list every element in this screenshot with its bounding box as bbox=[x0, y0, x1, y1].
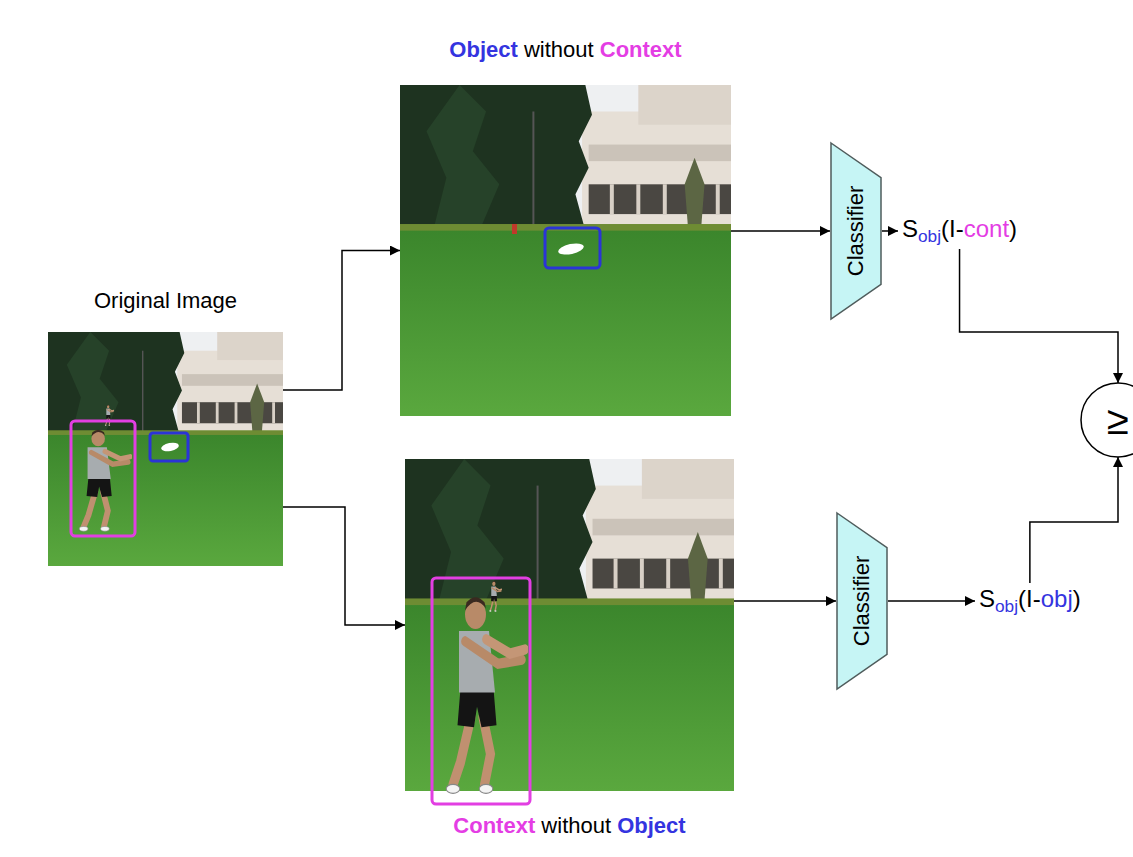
original-image: Original Image bbox=[48, 332, 283, 566]
text-part: S bbox=[902, 215, 918, 242]
word: without bbox=[541, 813, 617, 838]
trapezoid bbox=[831, 143, 881, 319]
connectors bbox=[283, 231, 1118, 625]
heading-text: Object without Context bbox=[449, 37, 681, 62]
classifier: Classifier bbox=[830, 142, 882, 320]
text-part: (I- bbox=[941, 215, 964, 242]
image-heading: Original Image bbox=[94, 288, 237, 314]
trapezoid bbox=[837, 513, 887, 689]
word: Original bbox=[94, 288, 176, 313]
text-part: (I- bbox=[1018, 585, 1041, 612]
context-box bbox=[71, 421, 135, 536]
context-photo bbox=[405, 459, 734, 791]
object-photo bbox=[400, 85, 731, 416]
word: Object bbox=[449, 37, 524, 62]
text-part: ) bbox=[1009, 215, 1017, 242]
text-part: ) bbox=[1073, 585, 1081, 612]
word: Object bbox=[617, 813, 685, 838]
image-heading: Object without Context bbox=[449, 37, 681, 63]
arrow-connector bbox=[731, 230, 830, 232]
word: Image bbox=[176, 288, 237, 313]
context-image: Context without Object bbox=[405, 459, 734, 791]
circle bbox=[1081, 383, 1133, 457]
original-photo bbox=[48, 332, 283, 566]
classifier-label: Classifier bbox=[849, 556, 875, 646]
object-box bbox=[150, 433, 188, 461]
heading-text: Context without Object bbox=[453, 813, 685, 838]
comparator: ≥ bbox=[1080, 382, 1133, 458]
score: Sobj(I-obj) bbox=[975, 583, 1085, 619]
classifier: Classifier bbox=[836, 512, 888, 690]
person bbox=[79, 430, 130, 531]
score-label: Sobj(I-cont) bbox=[902, 215, 1017, 247]
arrow-connector bbox=[888, 600, 975, 602]
subscript: obj bbox=[918, 226, 941, 246]
word: without bbox=[524, 37, 600, 62]
comparison-sign: ≥ bbox=[1107, 400, 1129, 440]
background-person bbox=[489, 581, 501, 612]
label-holder: Classifier bbox=[836, 512, 888, 690]
word: Context bbox=[453, 813, 541, 838]
frisbee bbox=[160, 441, 179, 453]
context-box bbox=[432, 578, 530, 804]
frisbee bbox=[557, 241, 585, 256]
object-box bbox=[545, 228, 600, 268]
arrow-connector bbox=[882, 230, 898, 232]
text-part: obj bbox=[1041, 585, 1073, 612]
person bbox=[446, 597, 525, 793]
score: Sobj(I-cont) bbox=[898, 213, 1021, 249]
arrow-connector bbox=[960, 249, 1118, 383]
arrow-connector bbox=[734, 600, 836, 602]
object-image: Object without Context bbox=[400, 85, 731, 416]
arrow-connector bbox=[283, 251, 400, 391]
label-holder: ≥ bbox=[1080, 382, 1133, 458]
subscript: obj bbox=[995, 596, 1018, 616]
score-label: Sobj(I-obj) bbox=[979, 585, 1081, 617]
text-part: cont bbox=[964, 215, 1009, 242]
background-person bbox=[105, 405, 114, 426]
arrow-connector bbox=[283, 507, 405, 625]
hydrant bbox=[512, 224, 517, 234]
classifier-label: Classifier bbox=[843, 186, 869, 276]
label-holder: Classifier bbox=[830, 142, 882, 320]
word: Context bbox=[600, 37, 682, 62]
arrow-connector bbox=[1030, 457, 1118, 583]
text-part: S bbox=[979, 585, 995, 612]
image-heading: Context without Object bbox=[453, 813, 685, 839]
heading-text: Original Image bbox=[94, 288, 237, 313]
